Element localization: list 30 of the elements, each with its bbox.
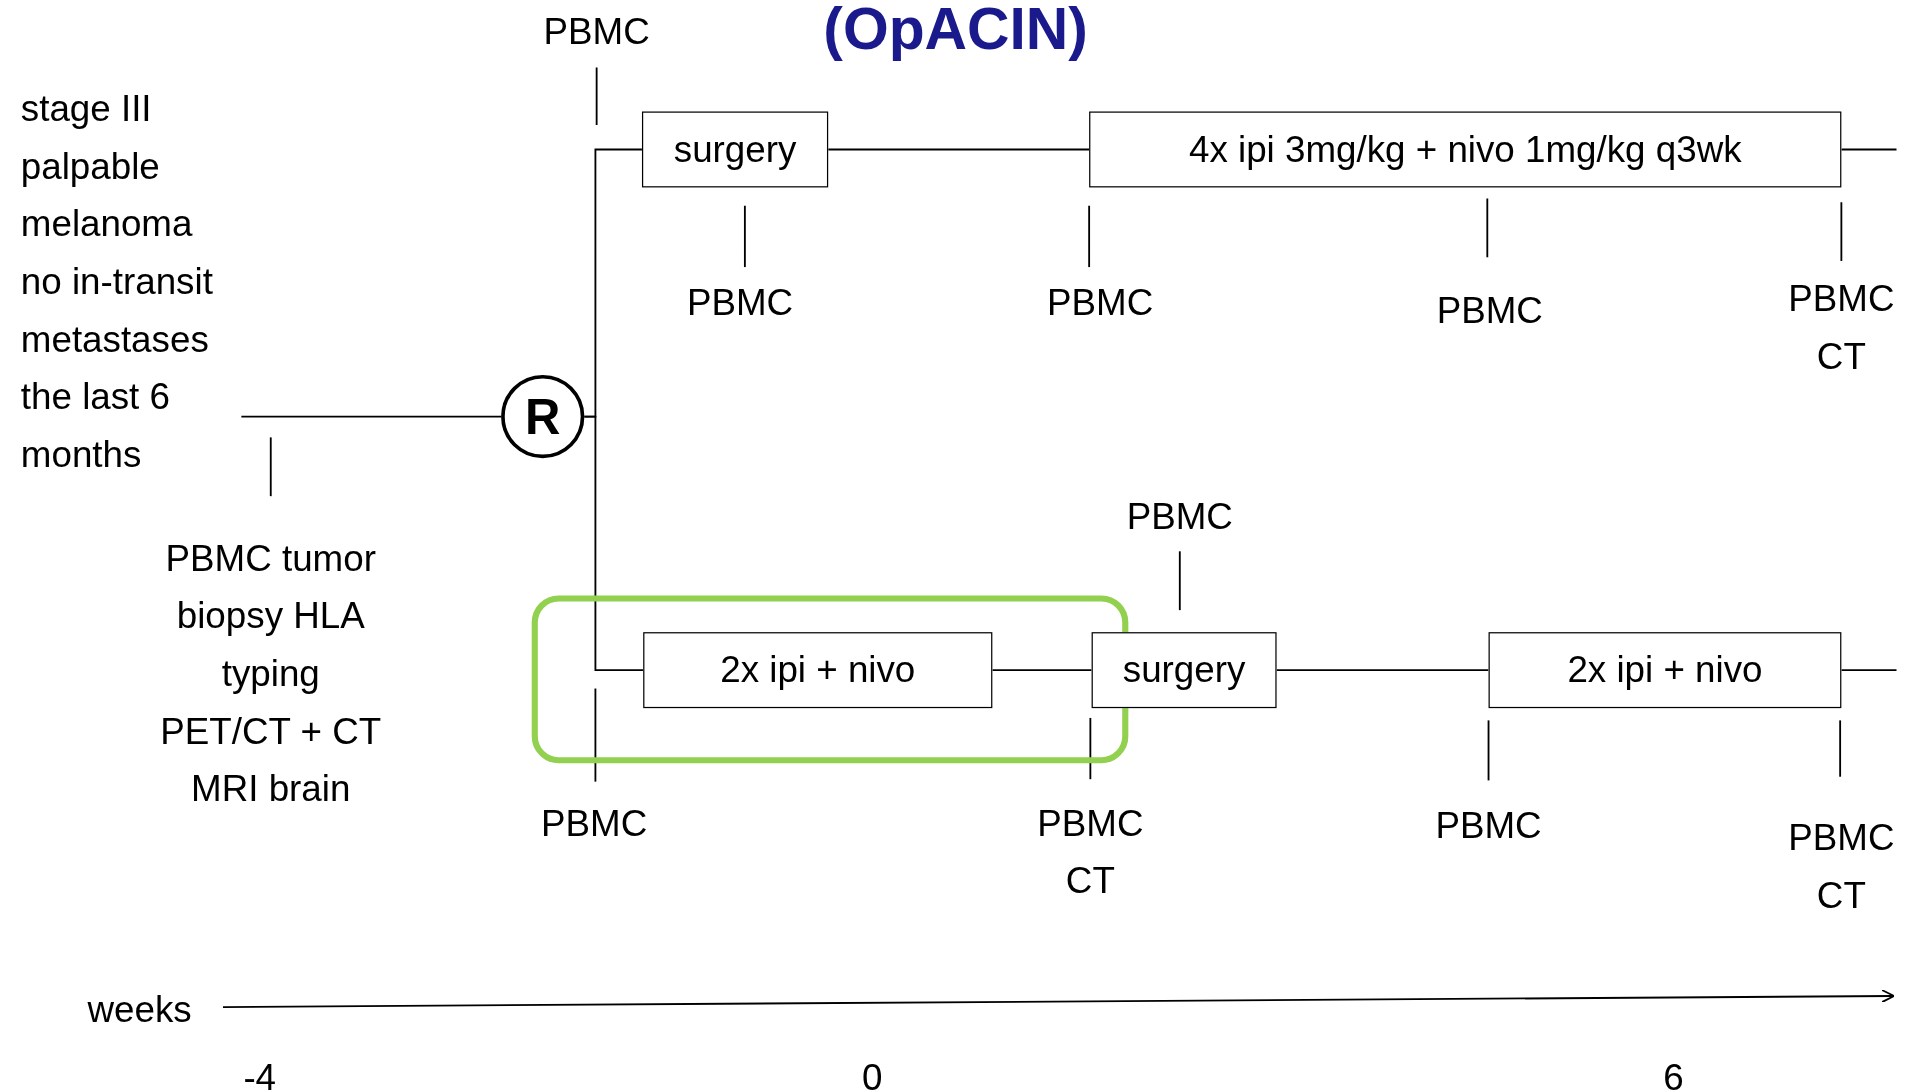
connector-line [240,415,502,418]
sample-label: PBMC [542,10,651,54]
sample-label: PBMC [540,801,649,845]
treatment-box: surgery [641,111,829,188]
sample-label: PBMC CT [1787,277,1896,379]
treatment-box: surgery [1091,632,1277,709]
sample-label: PBMC CT [1036,801,1145,903]
axis-tick-label: 0 [861,1056,884,1092]
treatment-box: 4x ipi 3mg/kg + nivo 1mg/kg q3wk [1089,111,1842,188]
axis-tick-label: 6 [1662,1056,1685,1092]
sample-label: PBMC tumor biopsy HLA typing PET/CT + CT MRI brain [159,536,383,811]
treatment-box: 2x ipi + nivo [1488,632,1842,709]
connector-line [991,669,1093,672]
connector-line [1840,148,1898,151]
randomization-circle: R [501,374,585,459]
sample-label: PBMC [1125,495,1234,539]
axis-title: weeks [86,987,193,1032]
sample-label: PBMC [1046,280,1155,325]
connector-line [1840,669,1898,672]
connector-line [827,148,1091,151]
treatment-box: 2x ipi + nivo [643,632,993,709]
sample-label: PBMC CT [1787,816,1896,918]
title: (OpACIN) [822,0,1089,64]
axis-tick-label: -4 [242,1056,278,1092]
sample-label: PBMC [1434,803,1543,848]
sample-label: PBMC [1435,289,1544,333]
connector-line [1275,669,1490,672]
criteria-text: stage III palpable melanoma no in-transit metastases the last 6 months [20,78,242,483]
connector-line [583,415,645,672]
sample-label: PBMC [685,280,795,325]
